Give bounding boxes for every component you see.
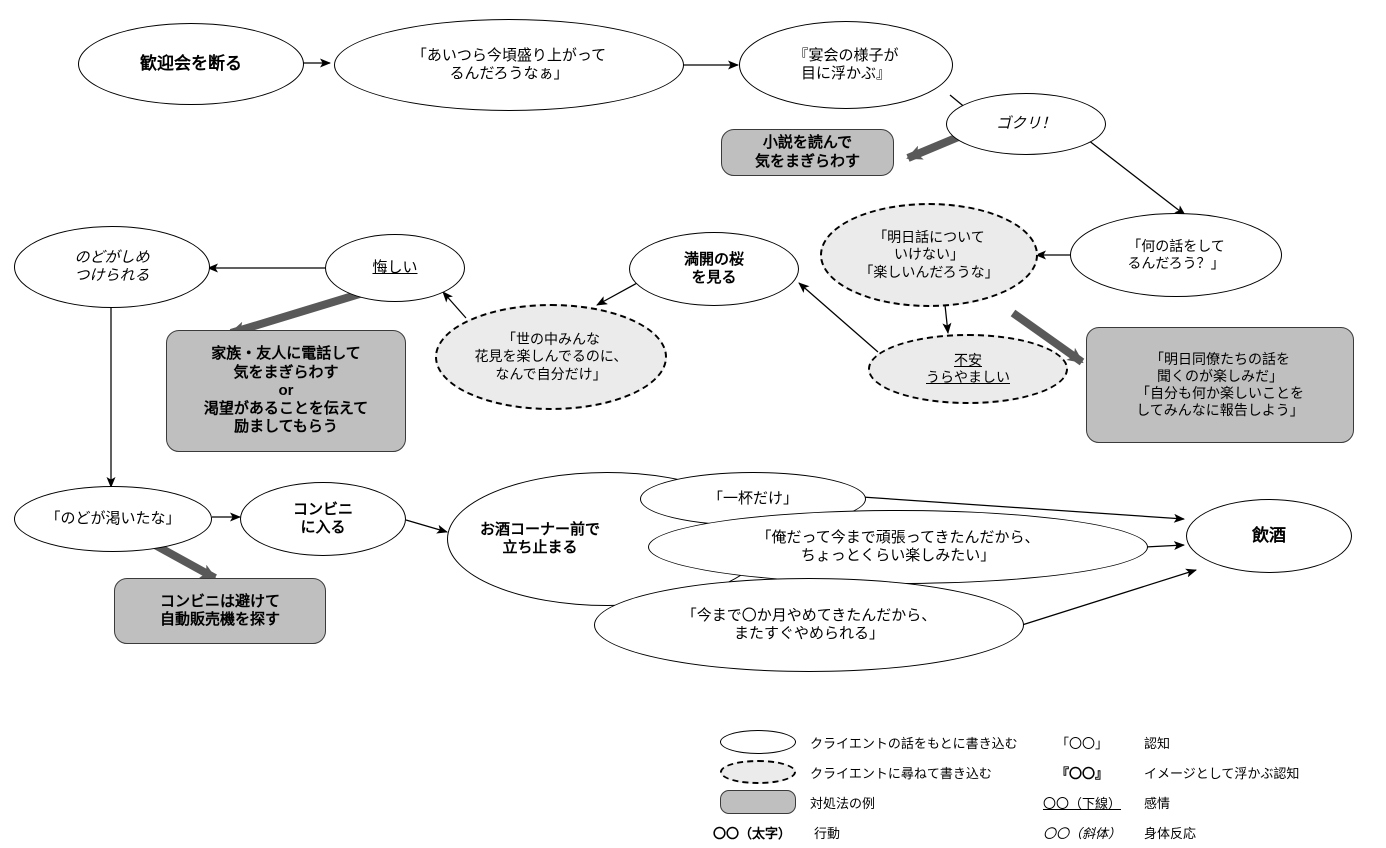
edge-cherry-to-hanami bbox=[596, 281, 640, 306]
node-throat-tight[interactable]: のどがしめ つけられる bbox=[14, 226, 210, 308]
legend-label-dashed: クライエントに尋ねて書き込む bbox=[810, 765, 992, 781]
legend-ellipse-solid-icon bbox=[720, 730, 796, 754]
node-see-cherry[interactable]: 満開の桜 を見る bbox=[629, 232, 799, 306]
node-gokuri[interactable]: ゴクリ！ bbox=[946, 93, 1106, 155]
legend-row-quote: 「〇〇」 認知 bbox=[1030, 728, 1170, 756]
legend-symbol-underline: 〇〇（下線） bbox=[1042, 795, 1121, 811]
edge-store-to-liquor bbox=[405, 519, 448, 534]
node-everyone-hanami[interactable]: 「世の中みんな 花見を楽しんでるのに、 なんで自分だけ」 bbox=[435, 304, 667, 410]
legend-label-box: 対処法の例 bbox=[810, 795, 876, 811]
node-anxiety-label: 不安 bbox=[954, 351, 982, 368]
legend-ellipse-dashed-icon bbox=[720, 760, 796, 784]
legend-symbol-bold: 〇〇（太字） bbox=[712, 825, 791, 841]
node-cant-follow-talk[interactable]: 「明日話について いけない」 「楽しいんだろうな」 bbox=[820, 203, 1038, 307]
legend-label-italic: 身体反応 bbox=[1144, 825, 1197, 841]
legend-box-gray-icon bbox=[720, 790, 796, 814]
legend-row-bold: 〇〇（太字） 行動 bbox=[700, 818, 840, 846]
legend-symbol-italic: 〇〇（斜体） bbox=[1042, 825, 1121, 841]
legend-row-image-quote: 『〇〇』 イメージとして浮かぶ認知 bbox=[1030, 758, 1299, 786]
legend-label-bold: 行動 bbox=[814, 825, 841, 841]
legend-label-quote: 認知 bbox=[1144, 735, 1171, 751]
edge-gokuri-to-what-talking bbox=[1087, 139, 1186, 216]
edge-hanami-to-regret bbox=[442, 291, 467, 319]
node-quit-months[interactable]: 「今まで〇か月やめてきたんだから、 またすぐやめられる」 bbox=[594, 578, 1024, 672]
node-what-talking[interactable]: 「何の話をして るんだろう？」 bbox=[1070, 213, 1282, 297]
legend-row-solid: クライエントの話をもとに書き込む bbox=[720, 728, 1018, 756]
node-image-party[interactable]: 『宴会の様子が 目に浮かぶ』 bbox=[739, 21, 953, 109]
edge-thirsty-to-avoidstore bbox=[153, 541, 217, 582]
edge-cantfollow-to-anxiety bbox=[942, 304, 952, 334]
edge-quit-to-drinking bbox=[1021, 568, 1197, 626]
legend-row-underline: 〇〇（下線） 感情 bbox=[1030, 788, 1170, 816]
node-call-family[interactable]: 家族・友人に電話して 気をまぎらわす or 渇望があることを伝えて 励ましてもら… bbox=[166, 330, 406, 452]
node-refuse-party[interactable]: 歓迎会を断る bbox=[78, 23, 304, 105]
legend-row-dashed: クライエントに尋ねて書き込む bbox=[720, 758, 992, 786]
node-tomorrow-colleagues[interactable]: 「明日同僚たちの話を 聞くのが楽しみだ」 「自分も何か楽しいことを してみんなに… bbox=[1086, 327, 1354, 443]
legend-symbol-quote: 「〇〇」 bbox=[1055, 735, 1108, 751]
node-avoid-store[interactable]: コンビニは避けて 自動販売機を探す bbox=[114, 578, 326, 644]
node-envious-label: うらやましい bbox=[926, 369, 1010, 385]
node-they-are-excited[interactable]: 「あいつら今頃盛り上がって るんだろうなぁ」 bbox=[334, 19, 684, 111]
legend-symbol-image-quote: 『〇〇』 bbox=[1055, 765, 1108, 781]
node-drinking[interactable]: 飲酒 bbox=[1186, 499, 1352, 573]
legend-label-solid: クライエントの話をもとに書き込む bbox=[810, 735, 1018, 751]
node-enter-store[interactable]: コンビニ に入る bbox=[240, 482, 406, 556]
node-i-worked-hard[interactable]: 「俺だって今まで頑張ってきたんだから、 ちょっとくらい楽しみたい」 bbox=[648, 510, 1148, 584]
edge-worked-to-drinking bbox=[1144, 541, 1185, 551]
edge-regret-to-callfamily bbox=[229, 288, 368, 337]
legend-label-underline: 感情 bbox=[1144, 795, 1171, 811]
node-regret[interactable]: 悔しい bbox=[325, 234, 465, 302]
legend-label-image-quote: イメージとして浮かぶ認知 bbox=[1144, 765, 1300, 781]
node-thirsty[interactable]: 「のどが渇いたな」 bbox=[14, 486, 212, 552]
legend: クライエントの話をもとに書き込む クライエントに尋ねて書き込む 対処法の例 〇〇… bbox=[700, 728, 1380, 844]
node-read-novel[interactable]: 小説を読んで 気をまぎらわす bbox=[721, 129, 894, 176]
legend-row-italic: 〇〇（斜体） 身体反応 bbox=[1030, 818, 1196, 846]
legend-row-box: 対処法の例 bbox=[720, 788, 875, 816]
node-anxiety-envious[interactable]: 不安 うらやましい bbox=[868, 334, 1068, 404]
